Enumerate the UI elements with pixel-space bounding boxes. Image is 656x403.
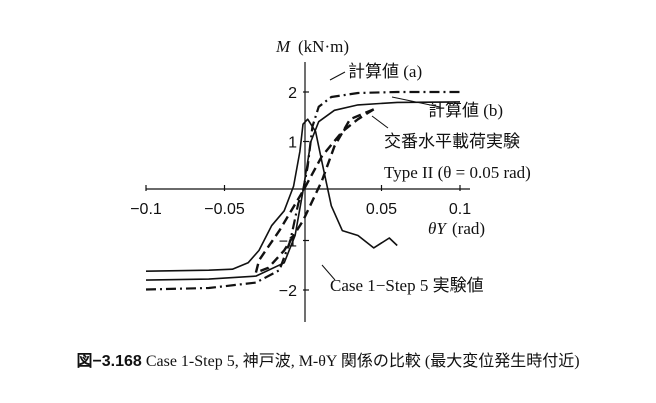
annotation-cyclic: 交番水平載荷実験 — [384, 132, 520, 151]
annotation-case: Case 1−Step 5 実験値 — [330, 276, 484, 295]
leader-calc-a — [329, 71, 346, 81]
series-line-4 — [145, 118, 398, 272]
y-tick-label: −2 — [279, 283, 297, 300]
leader-cyclic — [371, 115, 389, 129]
leader-calc-b — [391, 96, 441, 108]
leader-case — [321, 264, 336, 281]
y-axis-label: M — [275, 37, 291, 56]
series-line-1 — [145, 90, 460, 291]
series-group — [145, 90, 461, 291]
annotation-type: Type II (θ = 0.05 rad) — [384, 163, 531, 182]
x-tick-label: −0.1 — [130, 201, 162, 218]
series-line-3 — [254, 108, 375, 274]
x-tick-label: −0.05 — [204, 201, 245, 218]
y-tick-label: 2 — [288, 85, 297, 102]
x-tick-label: 0.1 — [449, 201, 471, 218]
annotation-calc-b: 計算値 (b) — [428, 101, 503, 120]
x-axis-label: θY — [428, 219, 447, 238]
figure-caption: 図−3.168 Case 1-Step 5, 神戸波, M-θY 関係の比較 (… — [0, 347, 656, 371]
x-tick-label: 0.05 — [366, 201, 397, 218]
series-line-2 — [145, 101, 461, 281]
caption-text: Case 1-Step 5, 神戸波, M-θY 関係の比較 (最大変位発生時付… — [145, 353, 580, 370]
caption-number: 図−3.168 — [76, 353, 142, 370]
x-axis-unit: (rad) — [452, 219, 485, 238]
y-axis-unit: (kN·m) — [298, 37, 349, 56]
y-tick-label: 1 — [288, 135, 297, 152]
annotation-calc-a: 計算値 (a) — [348, 62, 422, 81]
